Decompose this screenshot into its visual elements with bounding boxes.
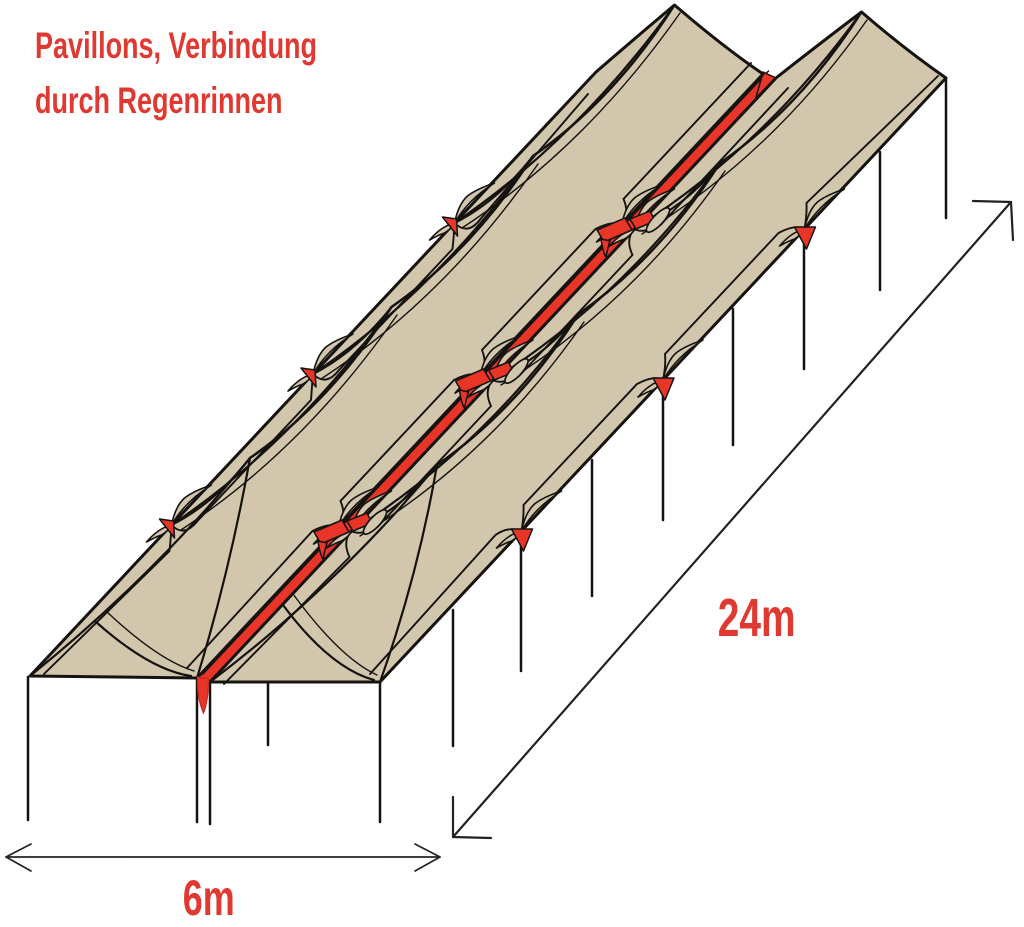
dimension-24m-line xyxy=(451,200,1013,839)
left-front-gable-edge-right xyxy=(195,456,252,680)
right-row-ridge xyxy=(435,10,863,467)
annotation-line-2: durch Regenrinnen xyxy=(35,80,282,121)
right-hip xyxy=(633,10,863,231)
left-pavilion-row xyxy=(28,3,765,680)
right-hip-echo xyxy=(641,19,868,235)
dimension-6m-label: 6m xyxy=(183,871,235,926)
left-hip-short xyxy=(170,456,252,527)
left-hip xyxy=(453,3,676,225)
left-hip-echo xyxy=(461,12,681,229)
arrowhead-up-icon xyxy=(971,199,1015,242)
right-front-gable-sag xyxy=(281,603,376,682)
gutter-junctions xyxy=(158,203,817,715)
left-hip-echo xyxy=(320,163,539,380)
arrowhead-down-icon xyxy=(451,795,493,840)
right-gutter-band-line xyxy=(223,87,789,685)
left-hip-echo xyxy=(180,314,398,531)
left-gutter-band-line xyxy=(186,62,752,669)
gutter-front-drip xyxy=(196,676,210,715)
right-front-gable-sag-echo xyxy=(292,593,378,676)
arrowhead-left-icon xyxy=(5,843,32,872)
annotation: Pavillons, Verbindung durch Regenrinnen xyxy=(35,25,317,121)
dimension-6m: 6m xyxy=(5,843,441,926)
dimension-24m-label: 24m xyxy=(718,587,796,648)
left-row-ridge xyxy=(248,3,676,460)
left-hip xyxy=(311,154,535,376)
left-front-gable-sag xyxy=(94,620,193,678)
left-front-gable-edge-left xyxy=(28,456,252,678)
right-pavilion-row xyxy=(208,10,948,685)
left-outer-hem xyxy=(43,93,589,675)
left-hip-short xyxy=(311,305,393,376)
right-front-gable-edge-left xyxy=(208,463,439,684)
right-hip-echo xyxy=(500,170,726,386)
right-hip-echo xyxy=(359,321,585,537)
right-front-gable-edge-right xyxy=(378,463,439,684)
right-hip xyxy=(350,312,580,533)
arrowhead-right-icon xyxy=(414,843,441,872)
dimension-24m: 24m xyxy=(451,199,1015,840)
right-outer-hem xyxy=(369,75,939,675)
right-hip xyxy=(491,161,722,382)
annotation-line-1: Pavillons, Verbindung xyxy=(35,25,317,66)
